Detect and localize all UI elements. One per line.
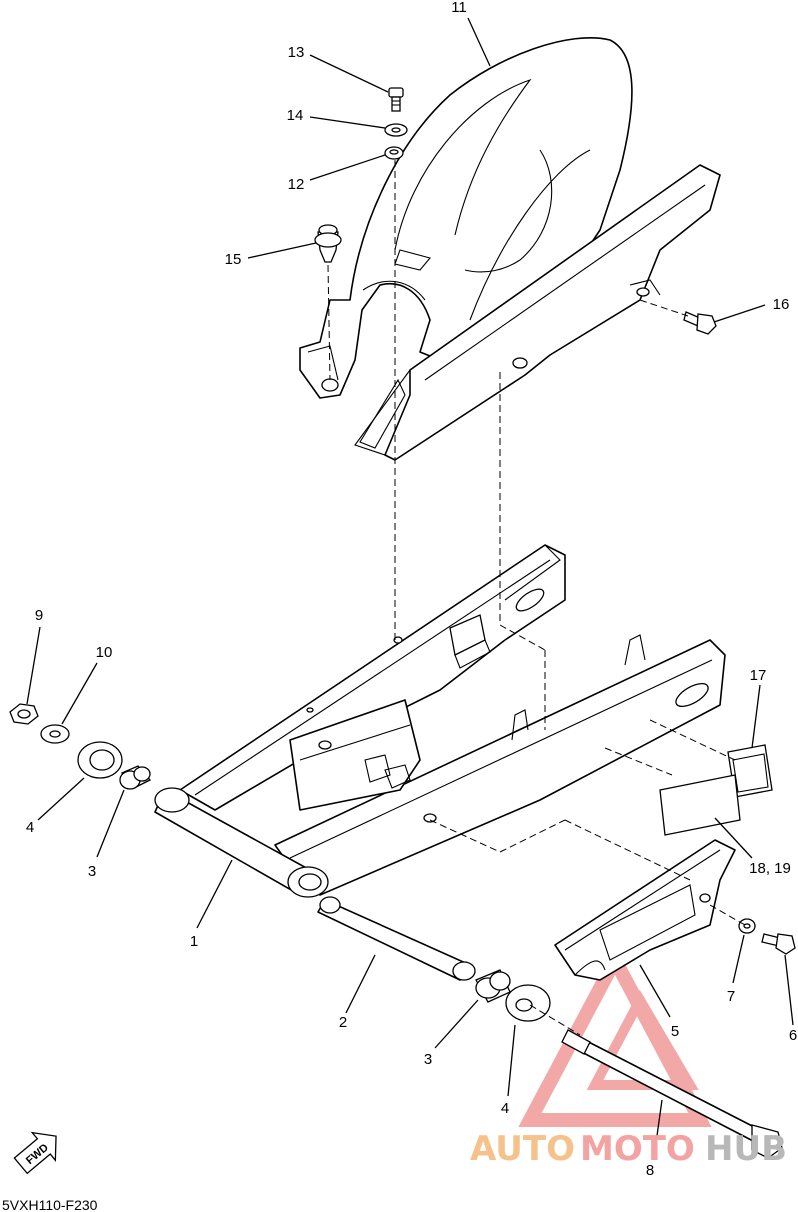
callout-c16: 16	[773, 296, 790, 313]
swingarm	[154, 544, 726, 898]
clip-15	[314, 224, 342, 263]
callout-c11: 11	[451, 0, 467, 16]
watermark-moto: MOTO	[580, 1129, 695, 1169]
fender-mount-hole	[321, 378, 339, 392]
callout-c15: 15	[225, 251, 242, 268]
bolt-16	[683, 311, 717, 335]
bearing-3-right	[475, 969, 511, 1003]
alignment-lines	[327, 160, 746, 1036]
bolt-6	[761, 933, 796, 955]
bearing-3-left	[119, 765, 152, 790]
callout-c6: 6	[789, 1027, 797, 1044]
callout-c12: 12	[288, 176, 305, 193]
callout-c13: 13	[288, 44, 305, 61]
upper-chain-cover	[354, 164, 721, 461]
callout-c3a: 3	[88, 863, 96, 880]
collar-12	[384, 146, 404, 160]
callout-c1: 1	[190, 933, 198, 950]
sticker-18-19	[659, 774, 741, 836]
callout-c10: 10	[96, 644, 113, 661]
callout-c5: 5	[671, 1023, 679, 1040]
leader-lines	[26, 17, 794, 1158]
callout-c7: 7	[727, 988, 735, 1005]
washer-7	[738, 918, 756, 934]
watermark-auto: AUTO	[470, 1129, 575, 1169]
rear-fender	[299, 36, 633, 399]
watermark-hub: HUB	[705, 1129, 787, 1169]
fwd-arrow-icon: FWD	[13, 1131, 57, 1175]
bolt-13	[388, 87, 404, 112]
nut-9	[9, 703, 39, 725]
diagram-code: 5VXH110-F230	[2, 1197, 98, 1212]
seal-4-left	[77, 741, 123, 779]
callout-c4b: 4	[501, 1100, 509, 1117]
callout-c1819: 18, 19	[749, 860, 791, 877]
chain-guard	[554, 839, 736, 981]
seal-4-right	[505, 984, 551, 1022]
watermark-text: AUTO MOTO HUB	[470, 1129, 787, 1169]
callout-c4a: 4	[26, 819, 34, 836]
callout-c2: 2	[339, 1014, 347, 1031]
collar-2	[317, 896, 476, 981]
callout-c14: 14	[287, 107, 304, 124]
callout-c3b: 3	[424, 1051, 432, 1068]
callout-c9: 9	[35, 607, 43, 624]
washer-10	[40, 724, 70, 744]
pivot-shaft-8	[561, 1029, 783, 1159]
callout-c8: 8	[646, 1162, 654, 1179]
callout-c17: 17	[750, 667, 767, 684]
washer-14	[384, 123, 408, 137]
